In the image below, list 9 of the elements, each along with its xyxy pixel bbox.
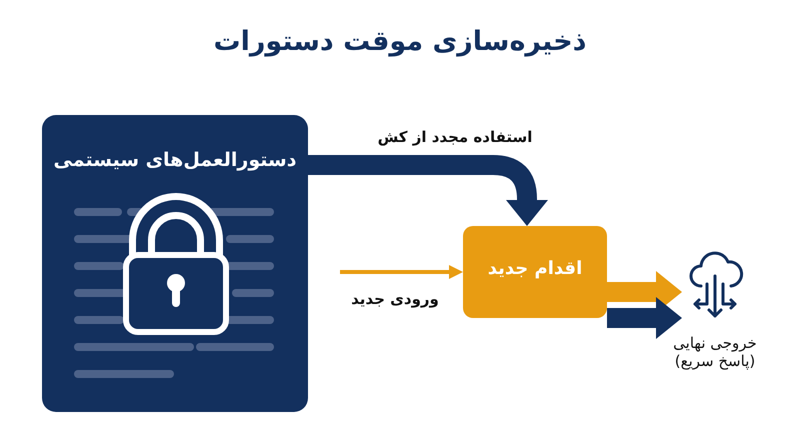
node-label: اقدام جدید xyxy=(486,258,584,279)
arrow xyxy=(340,265,463,279)
output-label: خروجی نهایی (پاسخ سریع) xyxy=(672,334,758,370)
title: ذخیره‌سازی موقت دستورات xyxy=(212,26,588,57)
arrow xyxy=(607,297,682,339)
arrow xyxy=(308,155,548,226)
node-label: دستورالعمل‌های سیستمی xyxy=(52,149,298,171)
process-box xyxy=(463,226,607,318)
instructions-panel xyxy=(42,115,308,412)
